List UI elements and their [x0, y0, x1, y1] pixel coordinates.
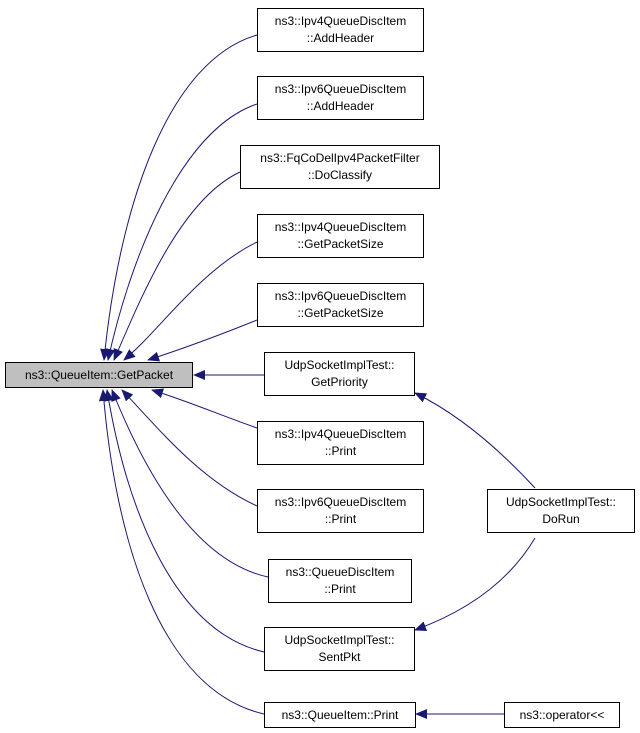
edge-ipv6-print [121, 389, 258, 507]
node-label-line1: UdpSocketImplTest:: [505, 495, 617, 509]
node-ipv4-print[interactable]: ns3::Ipv4QueueDiscItem ::Print [257, 421, 424, 465]
edges [98, 34, 536, 719]
node-ipv6-getpacketsize[interactable]: ns3::Ipv6QueueDiscItem ::GetPacketSize [257, 283, 424, 327]
node-label-line2: GetPriority [311, 375, 368, 389]
node-ipv4-getpacketsize[interactable]: ns3::Ipv4QueueDiscItem ::GetPacketSize [257, 214, 424, 258]
node-label-line1: ns3::Ipv6QueueDiscItem [274, 82, 407, 96]
node-label-line2: ::AddHeader [306, 31, 375, 45]
node-queueitem-print[interactable]: ns3::QueueItem::Print [264, 702, 416, 728]
edge-ipv6-getpacketsize [147, 319, 258, 362]
node-ipv6-addheader[interactable]: ns3::Ipv6QueueDiscItem ::AddHeader [257, 76, 424, 120]
edge-ipv6-addheader [105, 103, 258, 361]
node-queuediscitem-print[interactable]: ns3::QueueDiscItem ::Print [268, 559, 412, 603]
edge-queuediscitem-print [111, 389, 269, 578]
node-label-line2: ::DoClassify [307, 168, 372, 182]
node-label-line1: ns3::Ipv6QueueDiscItem [274, 289, 407, 303]
node-udp-dorun[interactable]: UdpSocketImplTest:: DoRun [487, 489, 635, 533]
node-label-line2: ::Print [324, 512, 357, 526]
node-label-line2: ::Print [324, 444, 357, 458]
edge-ipv4-addheader [100, 34, 258, 361]
node-label: ns3::QueueItem::GetPacket [24, 367, 174, 382]
node-ipv6-print[interactable]: ns3::Ipv6QueueDiscItem ::Print [257, 489, 424, 533]
node-label-line2: ::GetPacketSize [297, 237, 384, 251]
node-label-line2: ::GetPacketSize [297, 306, 384, 320]
node-label-line2: SentPkt [318, 650, 361, 664]
node-label: ns3::QueueItem::Print [281, 707, 399, 722]
node-label-line1: UdpSocketImplTest:: [284, 633, 395, 647]
edge-dorun-getpriority [414, 392, 536, 489]
node-udp-getpriority[interactable]: UdpSocketImplTest:: GetPriority [264, 352, 415, 396]
node-udp-sentpkt[interactable]: UdpSocketImplTest:: SentPkt [264, 627, 415, 671]
node-label-line1: ns3::Ipv4QueueDiscItem [274, 427, 407, 441]
node-label-line1: ns3::QueueDiscItem [285, 565, 395, 579]
node-root-getpacket: ns3::QueueItem::GetPacket [5, 362, 193, 388]
node-label-line2: ::Print [324, 582, 356, 596]
node-label-line1: ns3::Ipv4QueueDiscItem [274, 220, 407, 234]
node-label-line1: ns3::FqCoDelIpv4PacketFilter [260, 151, 420, 165]
node-label-line1: UdpSocketImplTest:: [284, 358, 395, 372]
node-label-line1: ns3::Ipv4QueueDiscItem [274, 14, 407, 28]
edge-fqcodel-doclassify [113, 171, 241, 361]
edge-queueitem-print [98, 389, 265, 715]
node-ipv4-addheader[interactable]: ns3::Ipv4QueueDiscItem ::AddHeader [257, 8, 424, 52]
node-label-line2: ::AddHeader [306, 99, 375, 113]
node-label-line2: DoRun [542, 512, 580, 526]
node-fqcodel-doclassify[interactable]: ns3::FqCoDelIpv4PacketFilter ::DoClassif… [240, 145, 440, 189]
edge-ipv4-print [151, 388, 258, 429]
node-operator-shift[interactable]: ns3::operator<< [504, 702, 620, 728]
edge-ipv4-getpacketsize [123, 241, 258, 361]
node-label-line1: ns3::Ipv6QueueDiscItem [274, 495, 407, 509]
edge-udp-sentpkt [103, 389, 265, 653]
edge-dorun-sentpkt [414, 537, 536, 631]
node-label: ns3::operator<< [519, 707, 605, 722]
